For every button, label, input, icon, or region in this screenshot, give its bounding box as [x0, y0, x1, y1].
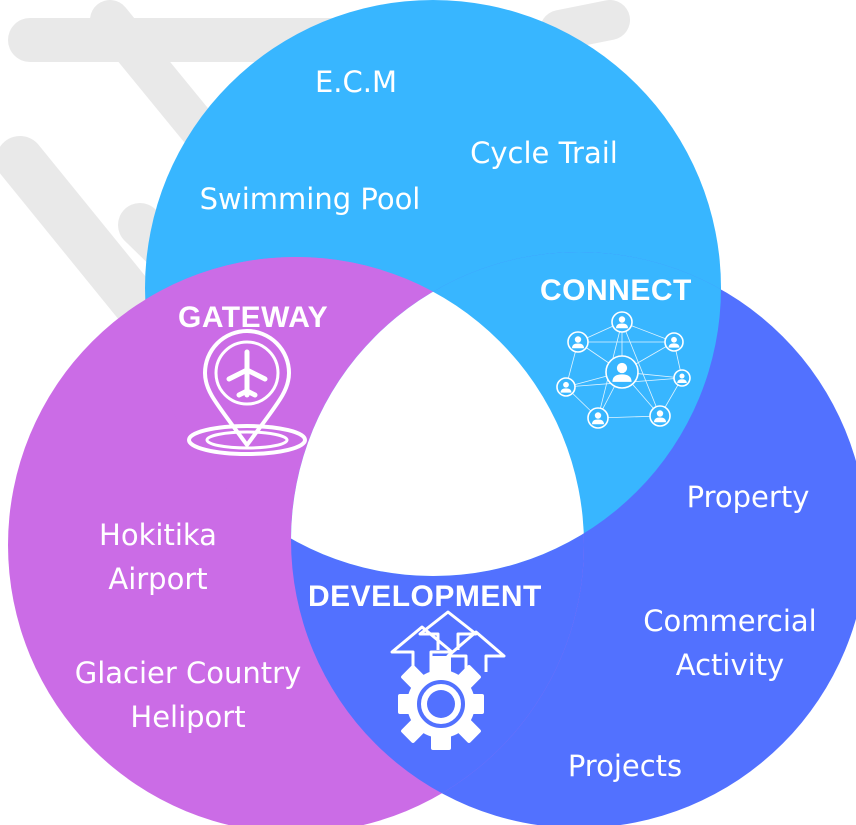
development-item-projects: Projects	[550, 745, 700, 789]
person-head	[618, 316, 626, 323]
development-item-property: Property	[668, 476, 828, 520]
connect-item-ecm: E.C.M	[314, 65, 398, 99]
connect-item-swimming-pool: Swimming Pool	[199, 182, 421, 216]
development-title: DEVELOPMENT	[308, 580, 542, 613]
person-body	[616, 323, 628, 329]
development-item-commercial-activity: Commercial Activity	[625, 600, 835, 687]
person-body	[668, 343, 680, 348]
connect-item-cycle-trail: Cycle Trail	[470, 136, 618, 170]
person-head	[594, 412, 602, 419]
gateway-item-glacier-country-heliport: Glacier Country Heliport	[58, 652, 318, 739]
person-body	[677, 379, 687, 383]
person-body	[592, 419, 604, 425]
person-body	[654, 417, 666, 423]
person-body	[572, 343, 584, 349]
connect-title: CONNECT	[540, 274, 692, 307]
development-item-line: Commercial	[643, 604, 817, 638]
network-people-icon	[556, 311, 691, 429]
person-head	[656, 410, 664, 417]
person-head	[616, 362, 628, 374]
gateway-item-line: Glacier Country	[74, 656, 302, 690]
gateway-title: GATEWAY	[178, 301, 329, 334]
gateway-item-hokitika-airport: Hokitika Airport	[58, 514, 258, 601]
person-head	[563, 381, 569, 388]
gateway-item-line: Hokitika	[99, 518, 217, 552]
airplane-location-pin-icon	[187, 329, 307, 456]
person-head	[671, 336, 677, 343]
development-item-line: Property	[686, 480, 810, 514]
gateway-item-line: Airport	[108, 561, 208, 596]
person-body	[612, 374, 632, 382]
development-item-line: Projects	[567, 749, 683, 783]
gateway-item-line: Heliport	[130, 699, 246, 734]
gear-growth-arrows-icon	[390, 610, 506, 750]
person-body	[560, 388, 572, 393]
person-head	[679, 373, 685, 379]
development-item-line: Activity	[675, 647, 785, 682]
person-head	[574, 336, 582, 343]
